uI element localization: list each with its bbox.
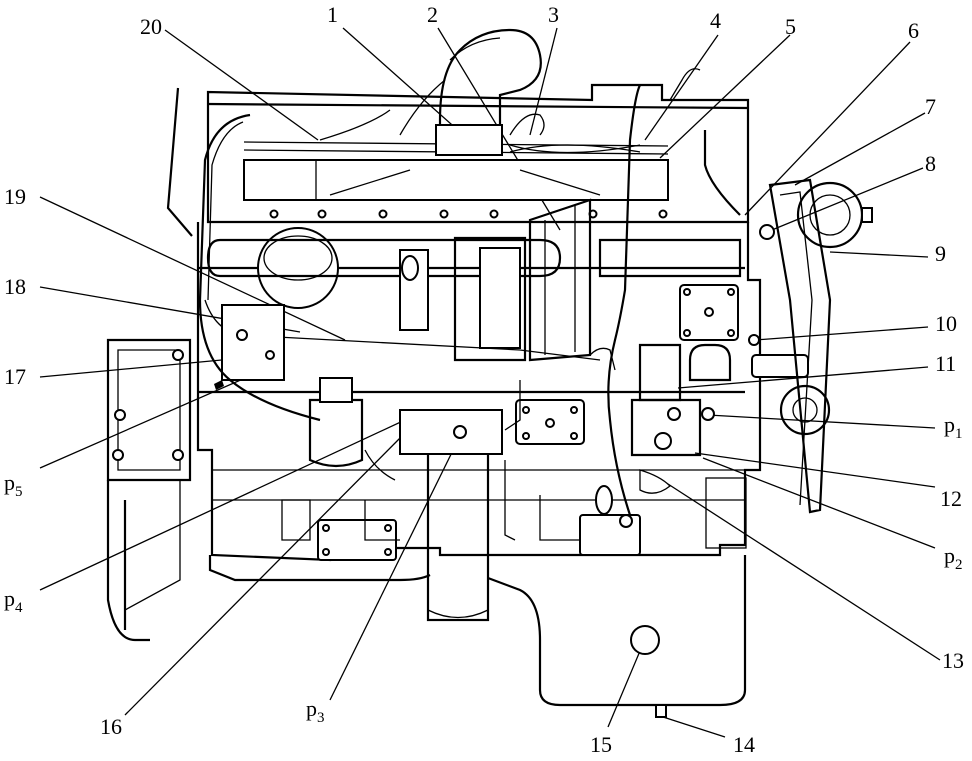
label-p5: p5	[4, 470, 23, 500]
label-p1: p1	[944, 412, 963, 442]
engine-body	[106, 28, 873, 718]
label-9: 9	[935, 241, 946, 266]
label-p4: p4	[4, 586, 23, 616]
label-7: 7	[925, 94, 936, 119]
label-p2: p2	[944, 543, 963, 573]
label-8: 8	[925, 151, 936, 176]
label-10: 10	[935, 311, 957, 336]
label-16: 16	[100, 714, 122, 739]
label-2: 2	[427, 2, 438, 27]
label-15: 15	[590, 732, 612, 757]
label-3: 3	[548, 2, 559, 27]
label-5: 5	[785, 14, 796, 39]
label-14: 14	[733, 732, 755, 757]
hoses-and-lines	[198, 68, 741, 541]
label-19: 19	[4, 184, 26, 209]
label-12: 12	[940, 486, 962, 511]
label-18: 18	[4, 274, 26, 299]
label-20: 20	[140, 14, 162, 39]
label-p3: p3	[306, 696, 325, 726]
label-13: 13	[942, 648, 964, 673]
label-1: 1	[327, 2, 338, 27]
label-6: 6	[908, 18, 919, 43]
label-4: 4	[710, 8, 721, 33]
label-11: 11	[935, 351, 957, 376]
label-17: 17	[4, 364, 26, 389]
